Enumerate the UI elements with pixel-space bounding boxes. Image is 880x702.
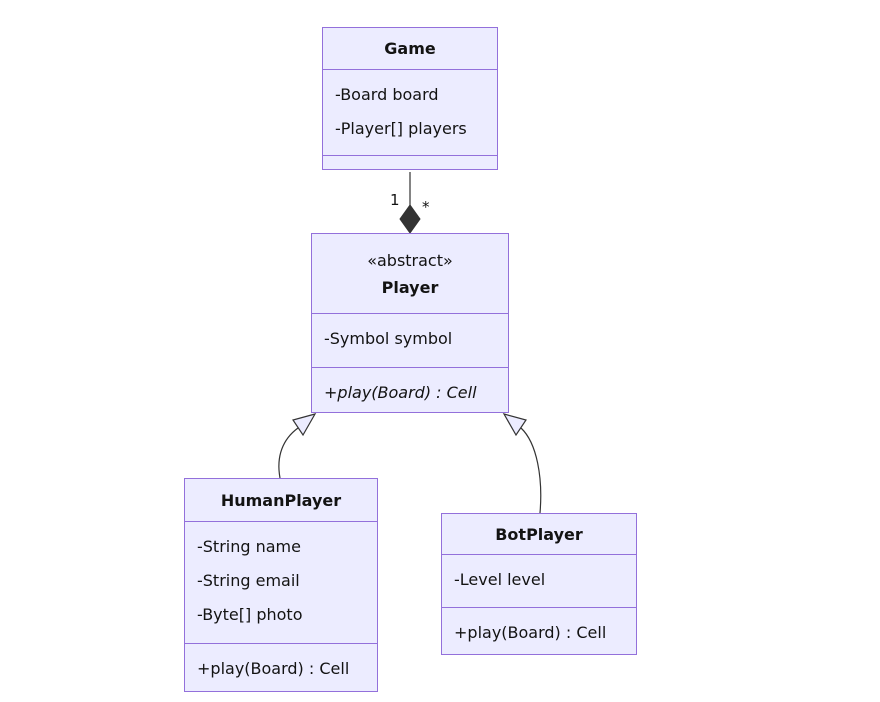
class-attribute: -Player[] players xyxy=(335,119,467,138)
class-botplayer: BotPlayer -Level level +play(Board) : Ce… xyxy=(441,513,637,655)
class-player-methods: +play(Board) : Cell xyxy=(312,367,508,412)
class-game: Game -Board board -Player[] players xyxy=(322,27,498,170)
class-attribute: -Byte[] photo xyxy=(197,605,303,624)
class-title: Player xyxy=(381,277,439,297)
class-title: Game xyxy=(384,39,436,58)
inheritance-arrowhead-icon xyxy=(502,413,527,437)
class-method: +play(Board) : Cell xyxy=(197,659,350,678)
class-attribute: -Level level xyxy=(454,570,546,589)
class-humanplayer: HumanPlayer -String name -String email -… xyxy=(184,478,378,692)
class-method: +play(Board) : Cell xyxy=(454,623,607,642)
class-attribute: -String email xyxy=(197,571,300,590)
class-stereotype: «abstract» xyxy=(367,250,453,270)
class-player: «abstract» Player -Symbol symbol +play(B… xyxy=(311,233,509,413)
inheritance-edge-humanplayer xyxy=(278,427,299,479)
class-humanplayer-attributes: -String name -String email -Byte[] photo xyxy=(185,521,377,643)
inheritance-edge-botplayer xyxy=(520,427,542,514)
class-attribute: -Symbol symbol xyxy=(324,329,453,348)
class-game-attributes: -Board board -Player[] players xyxy=(323,69,497,155)
class-game-methods xyxy=(323,155,497,169)
class-humanplayer-header: HumanPlayer xyxy=(185,479,377,521)
class-method: +play(Board) : Cell xyxy=(324,383,477,402)
class-botplayer-methods: +play(Board) : Cell xyxy=(442,607,636,654)
class-title: HumanPlayer xyxy=(220,490,342,510)
composition-diamond-icon xyxy=(399,204,421,234)
class-humanplayer-methods: +play(Board) : Cell xyxy=(185,643,377,691)
class-botplayer-header: BotPlayer xyxy=(442,514,636,554)
class-attribute: -Board board xyxy=(335,85,439,104)
class-attribute: -String name xyxy=(197,537,301,556)
class-botplayer-attributes: -Level level xyxy=(442,554,636,607)
inheritance-arrowhead-icon xyxy=(292,413,317,437)
composition-multiplicity-to: * xyxy=(422,198,430,216)
composition-multiplicity-from: 1 xyxy=(390,191,400,209)
class-player-attributes: -Symbol symbol xyxy=(312,313,508,367)
class-player-header: «abstract» Player xyxy=(312,234,508,313)
class-game-header: Game xyxy=(323,28,497,69)
class-title: BotPlayer xyxy=(495,524,583,544)
